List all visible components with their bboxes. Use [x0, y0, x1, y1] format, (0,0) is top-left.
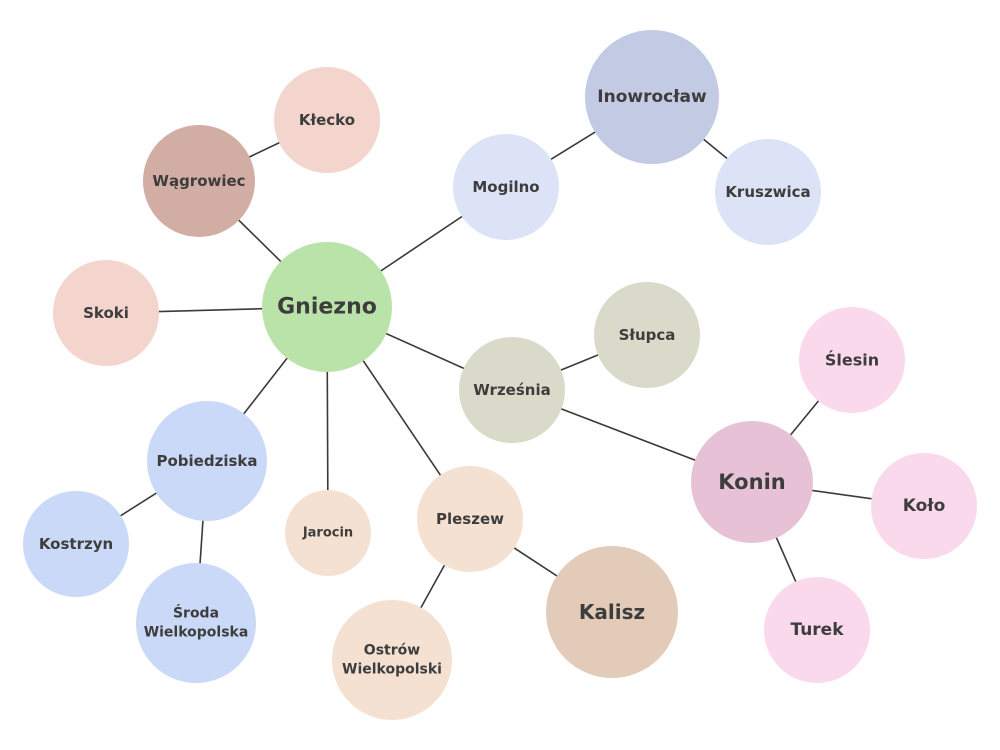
node-label-kruszwica: Kruszwica	[725, 183, 810, 201]
node-label-slesin: Ślesin	[825, 351, 879, 370]
node-circle-mogilno	[453, 134, 559, 240]
node-turek: Turek	[764, 577, 870, 683]
node-gniezno: Gniezno	[262, 242, 392, 372]
node-circle-gniezno	[262, 242, 392, 372]
node-circle-kolo	[871, 453, 977, 559]
node-wrzesnia: Września	[459, 337, 565, 443]
node-circle-pobiedziska	[147, 401, 267, 521]
node-circle-kostrzyn	[23, 491, 129, 597]
node-label-konin: Konin	[718, 470, 785, 494]
node-kostrzyn: Kostrzyn	[23, 491, 129, 597]
node-label-slupca: Słupca	[619, 326, 676, 344]
node-konin: Konin	[691, 421, 813, 543]
node-skoki: Skoki	[53, 260, 159, 366]
node-circle-wrzesnia	[459, 337, 565, 443]
node-circle-turek	[764, 577, 870, 683]
node-kruszwica: Kruszwica	[715, 139, 821, 245]
node-circle-sroda	[136, 563, 256, 683]
node-circle-slesin	[799, 307, 905, 413]
node-slesin: Ślesin	[799, 307, 905, 413]
node-label-turek: Turek	[790, 620, 844, 640]
node-label-kolo: Koło	[903, 496, 946, 516]
node-label-inowroclaw: Inowrocław	[597, 87, 707, 107]
node-label-gniezno: Gniezno	[277, 295, 377, 320]
node-wagrowiec: Wągrowiec	[143, 125, 255, 237]
node-label-kostrzyn: Kostrzyn	[39, 535, 113, 553]
node-circle-jarocin	[285, 490, 371, 576]
node-label-kalisz: Kalisz	[579, 600, 645, 624]
node-pobiedziska: Pobiedziska	[147, 401, 267, 521]
node-circle-skoki	[53, 260, 159, 366]
node-circle-kalisz	[546, 546, 678, 678]
node-inowroclaw: Inowrocław	[585, 30, 719, 164]
node-slupca: Słupca	[594, 282, 700, 388]
node-label-pobiedziska: Pobiedziska	[157, 452, 258, 470]
node-label-pleszew: Pleszew	[436, 510, 504, 528]
node-circle-slupca	[594, 282, 700, 388]
node-klecko: Kłecko	[274, 67, 380, 173]
node-label-ostrow: Ostrów	[364, 643, 420, 659]
node-label-klecko: Kłecko	[299, 111, 355, 129]
node-circle-wagrowiec	[143, 125, 255, 237]
node-label-skoki: Skoki	[83, 304, 129, 322]
node-mogilno: Mogilno	[453, 134, 559, 240]
node-circle-kruszwica	[715, 139, 821, 245]
node-circle-pleszew	[417, 466, 523, 572]
node-circle-konin	[691, 421, 813, 543]
node-kalisz: Kalisz	[546, 546, 678, 678]
node-kolo: Koło	[871, 453, 977, 559]
node-label-wrzesnia: Września	[473, 381, 550, 399]
node-circle-inowroclaw	[585, 30, 719, 164]
node-jarocin: Jarocin	[285, 490, 371, 576]
node-circle-klecko	[274, 67, 380, 173]
node-label-mogilno: Mogilno	[472, 178, 539, 196]
node-label-sroda: Środa	[173, 604, 219, 622]
node-pleszew: Pleszew	[417, 466, 523, 572]
node-label-wagrowiec: Wągrowiec	[152, 172, 245, 190]
node-label-ostrow: Wielkopolski	[342, 661, 442, 677]
node-label-sroda: Wielkopolska	[144, 624, 249, 640]
node-circle-ostrow	[332, 600, 452, 720]
node-label-jarocin: Jarocin	[302, 526, 353, 541]
